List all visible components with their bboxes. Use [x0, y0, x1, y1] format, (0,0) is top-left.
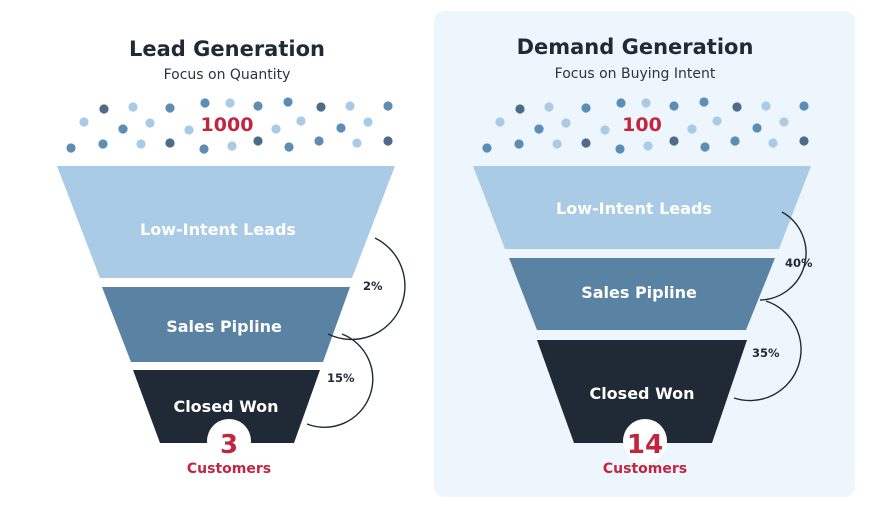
- lead-dot-6: [283, 97, 293, 107]
- lead-stage-closed: [133, 370, 320, 443]
- lead-result-number: 3: [220, 430, 238, 460]
- lead-dot-12: [145, 118, 155, 128]
- demand-dot-23: [643, 141, 653, 151]
- lead-dot-8: [345, 101, 355, 111]
- demand-dot-7: [732, 102, 742, 112]
- demand-dot-27: [768, 138, 778, 148]
- lead-dot-18: [66, 143, 76, 153]
- lead-dot-4: [225, 98, 235, 108]
- demand-stage-closed: [537, 340, 747, 443]
- lead-dot-14: [271, 124, 281, 134]
- demand-dot-1: [544, 102, 554, 112]
- demand-dot-24: [669, 136, 679, 146]
- lead-dot-26: [314, 136, 324, 146]
- demand-stage-low-intent-label: Low-Intent Leads: [556, 199, 712, 218]
- demand-stage-pipeline-label: Sales Pipline: [581, 283, 697, 302]
- lead-dot-2: [165, 103, 175, 113]
- lead-subtitle: Focus on Quantity: [164, 67, 291, 83]
- demand-dot-2: [581, 103, 591, 113]
- demand-rate-2: 35%: [752, 346, 780, 360]
- demand-count: 100: [622, 114, 662, 136]
- lead-dot-9: [383, 101, 393, 111]
- demand-dot-16: [752, 123, 762, 133]
- lead-dot-5: [253, 101, 263, 111]
- demand-stage-pipeline: [509, 258, 775, 330]
- lead-dot-0: [99, 104, 109, 114]
- lead-dots: [66, 97, 393, 154]
- demand-dot-13: [600, 125, 610, 135]
- lead-conversion-arc-2: [306, 333, 374, 428]
- demand-dot-6: [699, 97, 709, 107]
- demand-dots: [482, 97, 809, 154]
- demand-conversion-arc-2: [733, 300, 802, 402]
- lead-dot-10: [79, 117, 89, 127]
- lead-dot-20: [136, 139, 146, 149]
- demand-rate-1: 40%: [785, 256, 813, 270]
- demand-dot-21: [581, 138, 591, 148]
- lead-result-badge: [207, 419, 251, 463]
- lead-dot-16: [336, 123, 346, 133]
- lead-dot-3: [200, 98, 210, 108]
- demand-dot-4: [641, 98, 651, 108]
- demand-dot-25: [700, 142, 710, 152]
- demand-dot-3: [616, 98, 626, 108]
- demand-dot-26: [730, 136, 740, 146]
- lead-dot-23: [227, 141, 237, 151]
- lead-rate-2: 15%: [327, 371, 355, 385]
- demand-dot-20: [552, 139, 562, 149]
- lead-stage-low-intent-label: Low-Intent Leads: [140, 220, 296, 239]
- lead-dot-27: [352, 138, 362, 148]
- demand-dot-11: [534, 124, 544, 134]
- lead-dot-15: [296, 116, 306, 126]
- demand-dot-14: [687, 124, 697, 134]
- lead-dot-22: [199, 144, 209, 154]
- lead-dot-25: [284, 142, 294, 152]
- lead-count: 1000: [201, 114, 254, 136]
- lead-dot-17: [363, 117, 373, 127]
- lead-stage-pipeline: [102, 287, 350, 362]
- demand-generation-column: Demand Generation Focus on Buying Intent…: [473, 35, 813, 477]
- demand-stage-low-intent: [473, 166, 811, 249]
- demand-title: Demand Generation: [517, 35, 754, 59]
- lead-dot-24: [253, 136, 263, 146]
- demand-stage-closed-label: Closed Won: [589, 384, 694, 403]
- lead-result-label: Customers: [187, 461, 271, 477]
- demand-dot-12: [561, 118, 571, 128]
- demand-result-badge: [623, 419, 667, 463]
- demand-dot-5: [669, 101, 679, 111]
- demand-dot-17: [779, 117, 789, 127]
- lead-dot-28: [383, 136, 393, 146]
- lead-dot-11: [118, 124, 128, 134]
- demand-conversion-arc-1: [759, 211, 807, 301]
- demand-dot-9: [799, 101, 809, 111]
- lead-rate-1: 2%: [363, 279, 383, 293]
- demand-subtitle: Focus on Buying Intent: [555, 66, 716, 82]
- demand-dot-8: [761, 101, 771, 111]
- demand-dot-0: [515, 104, 525, 114]
- lead-stage-pipeline-label: Sales Pipline: [166, 317, 282, 336]
- lead-title: Lead Generation: [129, 37, 325, 61]
- lead-dot-21: [165, 138, 175, 148]
- lead-stage-closed-label: Closed Won: [173, 397, 278, 416]
- lead-stage-low-intent: [57, 166, 395, 278]
- demand-dot-28: [799, 136, 809, 146]
- demand-result-number: 14: [627, 430, 663, 460]
- demand-dot-22: [615, 144, 625, 154]
- demand-dot-15: [712, 116, 722, 126]
- lead-dot-13: [184, 125, 194, 135]
- lead-dot-1: [128, 102, 138, 112]
- lead-dot-7: [316, 102, 326, 112]
- lead-dot-19: [98, 139, 108, 149]
- demand-result-label: Customers: [603, 461, 687, 477]
- lead-generation-column: Lead Generation Focus on Quantity 1000 L…: [57, 37, 406, 477]
- demand-dot-10: [495, 117, 505, 127]
- demand-dot-19: [514, 139, 524, 149]
- demand-dot-18: [482, 143, 492, 153]
